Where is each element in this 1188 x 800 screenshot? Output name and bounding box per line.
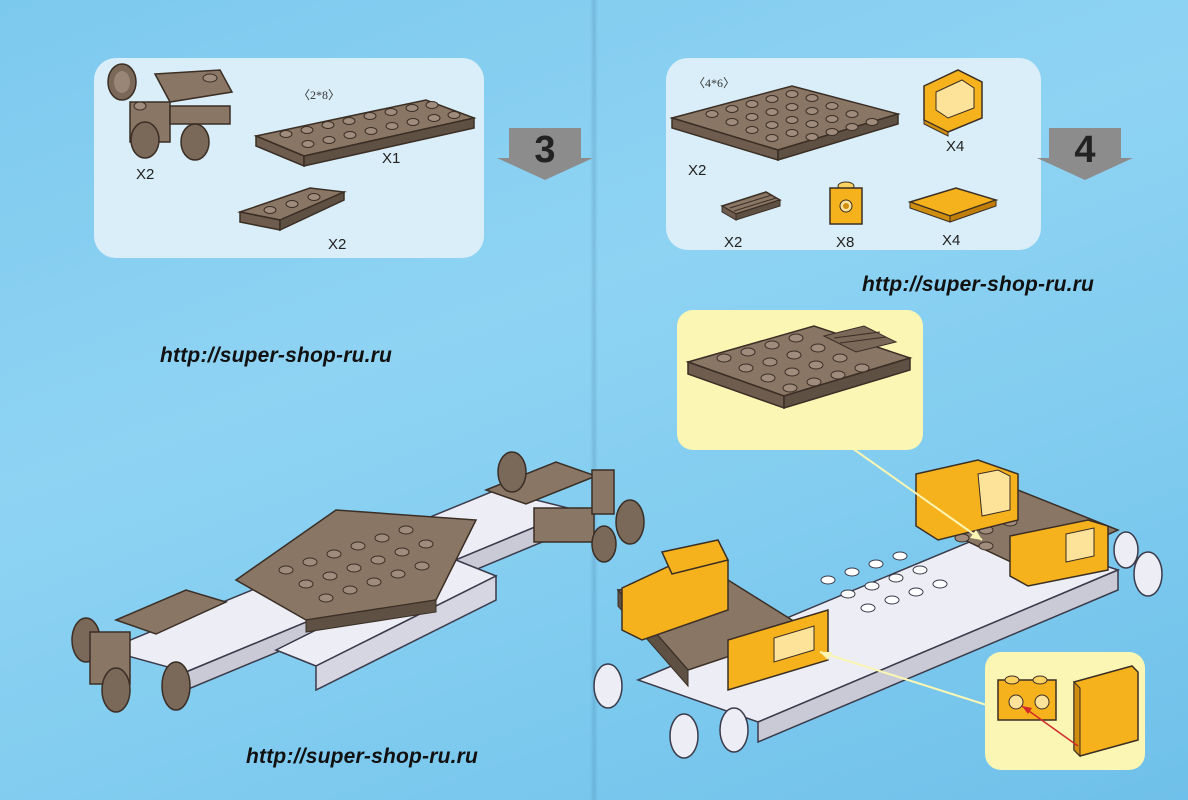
step4-part5-qty: X4 (942, 232, 961, 249)
step3-assembled-chassis (71, 451, 645, 713)
bogie-part-icon (107, 63, 234, 161)
wedge-plate-icon (237, 187, 347, 232)
step4-part2-qty: X4 (946, 138, 965, 155)
grille-tile-icon (720, 191, 782, 221)
yellow-brick-1x1-icon (829, 181, 863, 225)
yellow-panel-icon (923, 69, 983, 137)
step3-part2-qty: X1 (382, 150, 401, 167)
step3-arrow: 3 (497, 128, 593, 180)
step3-number: 3 (534, 129, 556, 171)
step4-arrow: 4 (1037, 128, 1133, 180)
step4-number: 4 (1074, 129, 1096, 171)
page-spine (590, 0, 598, 800)
step4-part4-qty: X8 (836, 234, 855, 251)
step4-part3-qty: X2 (724, 234, 743, 251)
plate-2x8-icon (253, 99, 477, 168)
step3-part3-qty: X2 (328, 236, 347, 253)
step4-assembled-chassis (593, 459, 1163, 759)
detail-seat-parts-icon (997, 665, 1139, 758)
step4-part1-size: 〈4*6〉 (693, 76, 736, 90)
yellow-tile-icon (907, 187, 999, 223)
step3-part1-qty: X2 (136, 166, 155, 183)
watermark-url-bottom: http://super-shop-ru.ru (246, 745, 479, 768)
step4-part1-qty: X2 (688, 162, 707, 179)
watermark-url-middle-left: http://super-shop-ru.ru (160, 344, 393, 367)
watermark-url-top-right: http://super-shop-ru.ru (862, 273, 1095, 296)
step3-part2-size: 〈2*8〉 (298, 88, 341, 102)
detail-plate-with-grille-icon (685, 325, 913, 410)
plate-4x6-icon (669, 85, 901, 162)
